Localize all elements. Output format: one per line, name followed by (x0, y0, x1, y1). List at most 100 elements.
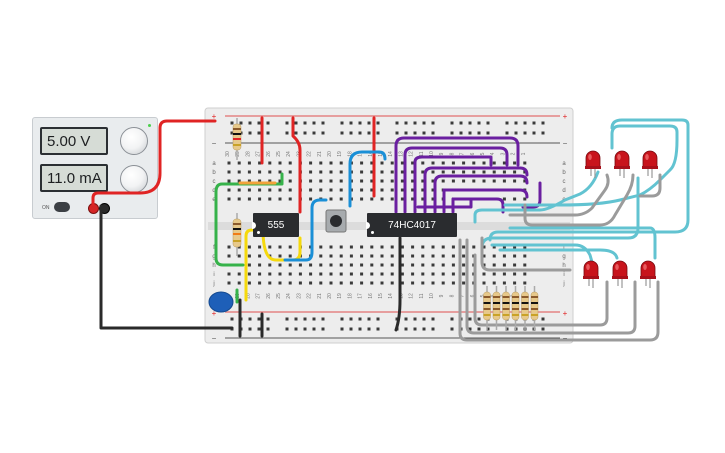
power-switch[interactable] (54, 202, 70, 212)
terminal-hole[interactable] (309, 197, 313, 201)
terminal-hole[interactable] (502, 254, 506, 258)
terminal-hole[interactable] (451, 245, 455, 249)
terminal-hole[interactable] (411, 272, 415, 276)
rail-hole[interactable] (422, 131, 426, 135)
rail-hole[interactable] (376, 327, 380, 331)
led-resistor-bank[interactable] (483, 286, 539, 330)
terminal-hole[interactable] (431, 254, 435, 258)
terminal-hole[interactable] (400, 179, 404, 183)
rail-hole[interactable] (312, 317, 316, 321)
rail-hole[interactable] (505, 327, 509, 331)
rail-hole[interactable] (349, 327, 353, 331)
terminal-hole[interactable] (370, 161, 374, 165)
terminal-hole[interactable] (431, 197, 435, 201)
rail-hole[interactable] (514, 131, 518, 135)
cyan-wire-3[interactable] (488, 118, 690, 242)
rail-hole[interactable] (376, 317, 380, 321)
rail-hole[interactable] (532, 121, 536, 125)
terminal-hole[interactable] (247, 254, 251, 258)
terminal-hole[interactable] (268, 179, 272, 183)
terminal-hole[interactable] (370, 263, 374, 267)
terminal-hole[interactable] (247, 188, 251, 192)
rail-hole[interactable] (248, 317, 252, 321)
terminal-hole[interactable] (309, 263, 313, 267)
rail-hole[interactable] (340, 317, 344, 321)
terminal-hole[interactable] (411, 281, 415, 285)
rail-hole[interactable] (321, 131, 325, 135)
terminal-hole[interactable] (400, 281, 404, 285)
terminal-hole[interactable] (421, 254, 425, 258)
rail-hole[interactable] (230, 131, 234, 135)
terminal-hole[interactable] (431, 263, 435, 267)
rail-hole[interactable] (450, 327, 454, 331)
rail-hole[interactable] (459, 131, 463, 135)
terminal-hole[interactable] (502, 179, 506, 183)
rail-hole[interactable] (431, 327, 435, 331)
terminal-hole[interactable] (502, 272, 506, 276)
terminal-hole[interactable] (268, 188, 272, 192)
rail-hole[interactable] (376, 121, 380, 125)
rail-hole[interactable] (523, 121, 527, 125)
terminal-hole[interactable] (390, 281, 394, 285)
rail-hole[interactable] (413, 317, 417, 321)
green-wire[interactable] (214, 172, 284, 267)
terminal-hole[interactable] (472, 245, 476, 249)
rail-hole[interactable] (294, 327, 298, 331)
terminal-hole[interactable] (513, 263, 517, 267)
terminal-hole[interactable] (441, 263, 445, 267)
rail-hole[interactable] (404, 327, 408, 331)
rail-hole[interactable] (239, 121, 243, 125)
rail-hole[interactable] (486, 121, 490, 125)
terminal-hole[interactable] (492, 245, 496, 249)
terminal-hole[interactable] (492, 170, 496, 174)
terminal-hole[interactable] (237, 170, 241, 174)
terminal-hole[interactable] (288, 254, 292, 258)
terminal-hole[interactable] (339, 179, 343, 183)
led-resistor[interactable] (502, 286, 510, 330)
rail-hole[interactable] (450, 131, 454, 135)
terminal-hole[interactable] (370, 254, 374, 258)
terminal-hole[interactable] (360, 170, 364, 174)
cyan-wire-1[interactable] (503, 124, 679, 207)
rail-hole[interactable] (266, 327, 270, 331)
terminal-hole[interactable] (247, 272, 251, 276)
terminal-hole[interactable] (523, 281, 527, 285)
terminal-hole[interactable] (237, 254, 241, 258)
purple-wire-6[interactable] (442, 188, 529, 214)
terminal-hole[interactable] (472, 170, 476, 174)
terminal-hole[interactable] (482, 254, 486, 258)
rail-hole[interactable] (541, 317, 545, 321)
terminal-hole[interactable] (278, 179, 282, 183)
terminal-hole[interactable] (237, 188, 241, 192)
terminal-hole[interactable] (278, 254, 282, 258)
terminal-hole[interactable] (247, 281, 251, 285)
terminal-hole[interactable] (492, 272, 496, 276)
terminal-hole[interactable] (523, 161, 527, 165)
terminal-hole[interactable] (319, 245, 323, 249)
terminal-hole[interactable] (349, 263, 353, 267)
rail-hole[interactable] (340, 131, 344, 135)
terminal-hole[interactable] (502, 245, 506, 249)
terminal-hole[interactable] (513, 170, 517, 174)
terminal-hole[interactable] (227, 188, 231, 192)
terminal-hole[interactable] (278, 161, 282, 165)
terminal-hole[interactable] (492, 263, 496, 267)
terminal-hole[interactable] (421, 179, 425, 183)
terminal-hole[interactable] (339, 161, 343, 165)
terminal-hole[interactable] (462, 272, 466, 276)
led-resistor[interactable] (492, 286, 501, 330)
rail-hole[interactable] (367, 317, 371, 321)
rail-hole[interactable] (349, 131, 353, 135)
terminal-hole[interactable] (339, 281, 343, 285)
terminal-hole[interactable] (227, 197, 231, 201)
terminal-hole[interactable] (400, 170, 404, 174)
terminal-hole[interactable] (339, 254, 343, 258)
terminal-hole[interactable] (400, 188, 404, 192)
terminal-hole[interactable] (421, 281, 425, 285)
purple-wire-3[interactable] (413, 155, 493, 214)
rail-hole[interactable] (413, 121, 417, 125)
terminal-hole[interactable] (309, 272, 313, 276)
terminal-hole[interactable] (258, 245, 262, 249)
terminal-hole[interactable] (390, 197, 394, 201)
terminal-hole[interactable] (431, 245, 435, 249)
